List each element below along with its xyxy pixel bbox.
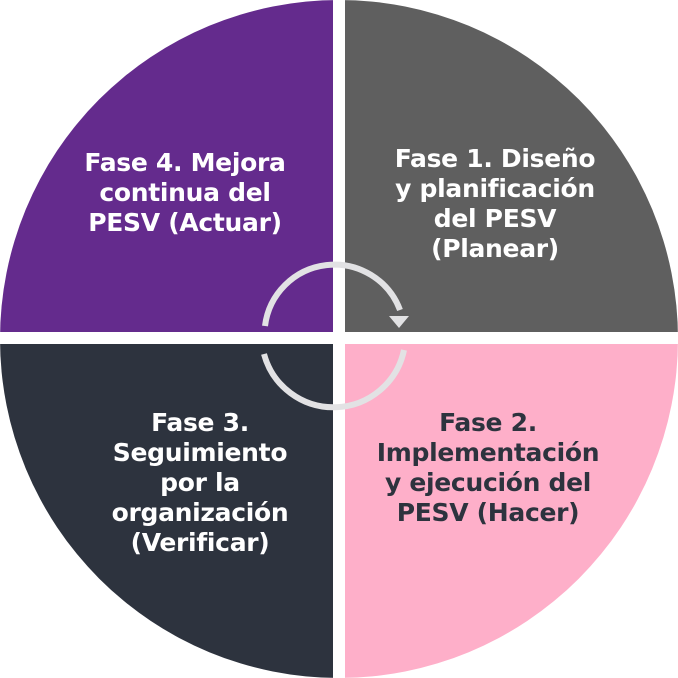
phase2-line: PESV (Hacer) xyxy=(396,498,580,527)
phase3-line: (Verificar) xyxy=(130,528,270,557)
phase2-line: y ejecución del xyxy=(384,468,592,497)
phase1-label: Fase 1. Diseño y planificación del PESV … xyxy=(370,144,620,264)
phase1-line: y planificación xyxy=(395,174,595,203)
phase4-label: Fase 4. Mejora continua del PESV (Actuar… xyxy=(60,148,310,238)
phase3-line: Fase 3. xyxy=(151,408,249,437)
clockwise-cycle-arrow-icon xyxy=(261,261,407,411)
phase2-line: Implementación xyxy=(376,438,600,467)
phase3-line: organización xyxy=(111,498,289,527)
arrowhead-icon xyxy=(389,316,409,328)
phase3-line: Seguimiento xyxy=(112,438,288,467)
phase1-line: del PESV xyxy=(433,204,557,233)
phase1-line: (Planear) xyxy=(431,234,559,263)
phase2-label: Fase 2. Implementación y ejecución del P… xyxy=(358,408,618,528)
phase4-line: Fase 4. Mejora xyxy=(84,148,286,177)
phase2-line: Fase 2. xyxy=(439,408,537,437)
phase4-line: continua del xyxy=(99,178,271,207)
phase1-line: Fase 1. Diseño xyxy=(394,144,596,173)
phase4-line: PESV (Actuar) xyxy=(88,208,282,237)
phase3-label: Fase 3. Seguimiento por la organización … xyxy=(80,408,320,558)
phase3-line: por la xyxy=(160,468,240,497)
